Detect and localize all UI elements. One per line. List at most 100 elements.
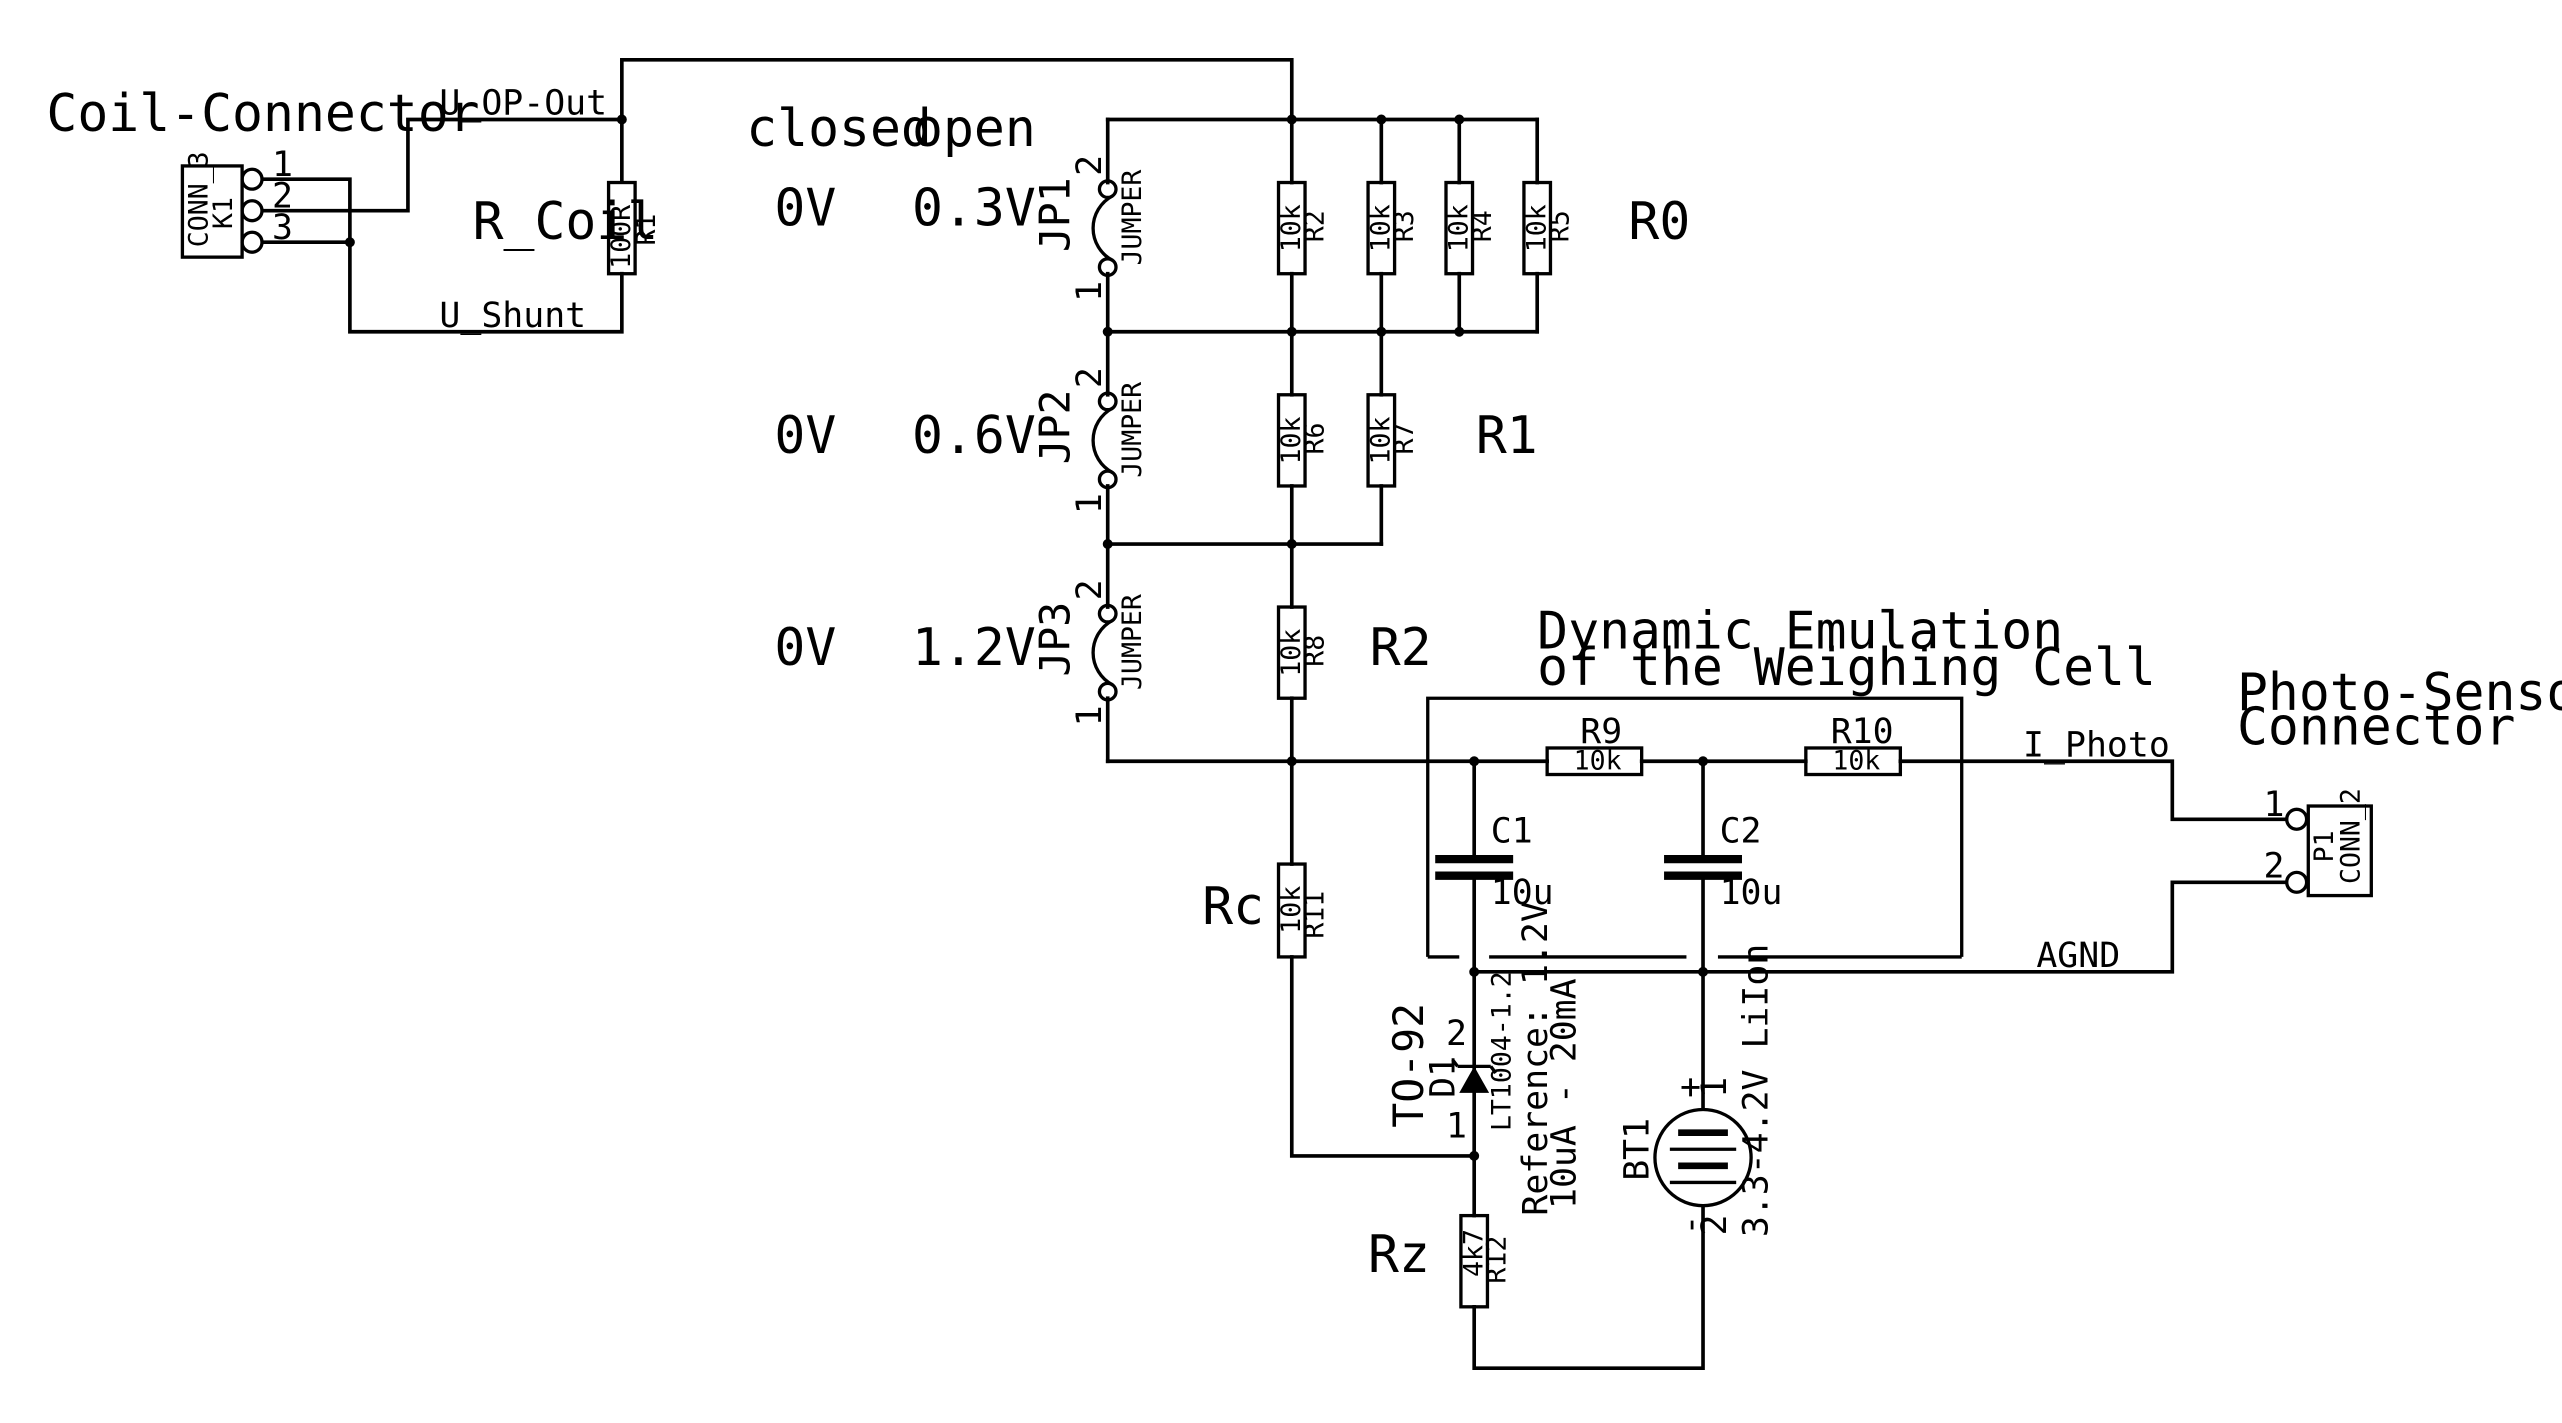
r-coil-label: R_Coil [473, 192, 659, 252]
connector-ref: K1 [208, 197, 239, 229]
emulation-title-line2: of the Weighing Cell [1537, 638, 2156, 698]
resistor-ref: R6 [1299, 423, 1330, 455]
group-label-rc: Rc [1202, 877, 1264, 937]
group-label-r0: R0 [1628, 192, 1690, 252]
junction [1698, 966, 1708, 977]
junction [1698, 756, 1708, 767]
group-label-rz: Rz [1368, 1225, 1430, 1285]
resistor-r8: 10k R8 [1276, 605, 1330, 700]
junction [1469, 966, 1480, 977]
capacitor-c2: C2 10u [1664, 812, 1783, 913]
resistor-ref: R4 [1467, 210, 1498, 242]
junction [1376, 114, 1387, 125]
junction [1376, 326, 1387, 337]
pin-number: 3 [272, 208, 293, 248]
group-label-r2: R2 [1370, 618, 1432, 678]
pin-number: 2 [2264, 846, 2285, 886]
jumper-pin-number: 2 [1070, 155, 1110, 176]
junction [344, 237, 355, 248]
jumper-pin-number: 1 [1070, 705, 1110, 726]
coil-connector: Coil-Connector 1 2 3 CONN_3 K1 [46, 84, 480, 259]
battery-ref: BT1 [1617, 1118, 1657, 1181]
resistor-value: 10k [1574, 746, 1622, 777]
jp2-open-voltage: 0.6V [912, 406, 1036, 466]
connector-pin [240, 167, 264, 191]
jumper-pin-number: 2 [1070, 367, 1110, 388]
connector-value: CONN_2 [2336, 788, 2367, 884]
junction [1286, 114, 1297, 125]
jumper-jp3: 2 1 JP3 JUMPER [1032, 579, 1148, 726]
diode-triangle [1459, 1066, 1490, 1093]
battery-bt1: + 1 - 2 BT1 3.3-4.2V LiIon [1617, 944, 1776, 1237]
net-label-i-photo: I_Photo [2023, 725, 2170, 765]
photo-connector-title-line2: Connector [2237, 698, 2515, 758]
capacitor-ref: C1 [1491, 812, 1533, 852]
jumper-ref: JP2 [1032, 390, 1080, 465]
resistor-value: 10k [1366, 416, 1397, 464]
net-label-u-op-out: U_OP-Out [439, 84, 607, 124]
resistor-ref: R11 [1299, 891, 1330, 939]
jp2-closed-voltage: 0V [774, 406, 836, 466]
resistor-value: 10k [1366, 204, 1397, 252]
resistor-value: 100R [606, 205, 637, 269]
junction [1286, 756, 1297, 767]
resistor-r7: 10k R7 [1366, 393, 1420, 488]
diode-package: TO-92 [1385, 1003, 1433, 1128]
jumper-ref: JP3 [1032, 602, 1080, 677]
junction [1286, 326, 1297, 337]
jumper-jp1: 2 1 JP1 JUMPER [1032, 155, 1148, 302]
reference-diode-d1: 2 1 TO-92 D1 LT1004-1.2 Reference: 1.2V … [1385, 901, 1585, 1215]
emulation-box: Dynamic Emulation of the Weighing Cell [1426, 601, 2156, 959]
net-label-agnd: AGND [2036, 936, 2120, 976]
jp3-closed-voltage: 0V [774, 618, 836, 678]
junction [1469, 1150, 1480, 1161]
resistor-r3: 10k R3 [1366, 180, 1420, 276]
resistor-r10: 10k R10 [1804, 712, 1903, 777]
junction [1286, 539, 1297, 549]
resistor-r5: 10k R5 [1521, 180, 1576, 276]
resistor-ref: R5 [1545, 210, 1576, 242]
capacitor-c1: C1 10u [1435, 812, 1554, 913]
diode-value: LT1004-1.2 [1487, 971, 1518, 1131]
diode-note-line2: 10uA - 20mA [1544, 978, 1584, 1209]
resistor-ref: R12 [1482, 1236, 1513, 1284]
connector-pin [2285, 807, 2309, 831]
resistor-ref: R10 [1831, 712, 1894, 752]
junction [1454, 114, 1465, 125]
connector-pin [240, 199, 264, 223]
resistor-value: 10k [1276, 416, 1307, 464]
jumper-value: JUMPER [1117, 382, 1148, 478]
resistor-ref: R8 [1299, 635, 1330, 667]
resistor-value: 10k [1276, 204, 1307, 252]
photo-sensor-connector: Photo-Sensor- Connector 1 2 P1 CONN_2 [2237, 663, 2562, 898]
capacitor-value: 10u [1720, 873, 1783, 913]
resistor-value: 10k [1276, 629, 1307, 677]
jumper-pin-number: 1 [1070, 493, 1110, 514]
closed-header: closed [746, 99, 932, 159]
junction [616, 114, 627, 125]
battery-value: 3.3-4.2V LiIon [1737, 944, 1777, 1237]
resistor-r9: 10k R9 [1545, 712, 1644, 777]
pin-number: 1 [272, 145, 293, 185]
jp3-open-voltage: 1.2V [912, 618, 1036, 678]
connector-value: CONN_3 [183, 151, 214, 247]
net-label-u-shunt: U_Shunt [439, 296, 586, 336]
connector-body [2306, 804, 2373, 898]
jumper-pin-number: 2 [1070, 579, 1110, 600]
jp1-open-voltage: 0.3V [912, 179, 1036, 239]
resistor-ref: R1 [631, 214, 662, 246]
pin-number: 1 [2264, 785, 2285, 825]
group-label-r1: R1 [1476, 406, 1538, 466]
resistor-r4: 10k R4 [1444, 180, 1498, 276]
coil-connector-title: Coil-Connector [46, 84, 479, 144]
junction [1469, 756, 1480, 767]
junction [1102, 539, 1113, 549]
resistor-r-coil: 100R R1 [606, 180, 662, 276]
connector-ref: P1 [2309, 830, 2340, 862]
diode-pin-number: 2 [1446, 1014, 1467, 1054]
jumper-ref: JP1 [1032, 177, 1080, 252]
diode-pin-number: 1 [1446, 1107, 1467, 1147]
resistor-r6: 10k R6 [1276, 393, 1330, 488]
junctions [344, 114, 1708, 1161]
